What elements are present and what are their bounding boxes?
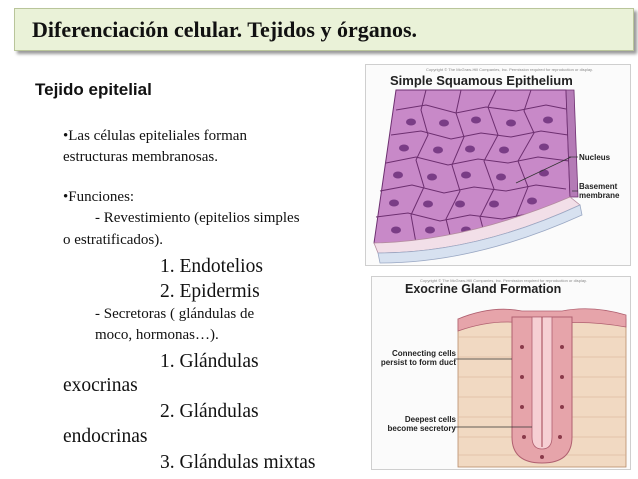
list-item-endocrinas: endocrinas [63, 426, 148, 447]
epithelium-title: Simple Squamous Epithelium [390, 73, 573, 88]
connecting-cells-label: Connecting cells persist to form duct [380, 349, 456, 367]
bullet-line-1: Las células epiteliales forman [63, 128, 247, 145]
epithelium-illustration [373, 89, 583, 264]
list-item-glandulas-mixtas: 3. Glándulas mixtas [160, 452, 316, 473]
list-item-glandulas-2: 2. Glándulas [160, 401, 259, 422]
deepest-cells-label: Deepest cells become secretory [387, 415, 456, 433]
gland-illustration [454, 308, 627, 468]
bullet-line-3: Funciones: [63, 189, 134, 206]
sub-line-moco: moco, hormonas…). [95, 327, 219, 343]
epithelium-figure: Copyright © The McGraw-Hill Companies, I… [365, 64, 631, 266]
section-heading: Tejido epitelial [35, 80, 152, 99]
slide-title: Diferenciación celular. Tejidos y órgano… [32, 17, 417, 42]
list-item-glandulas-1: 1. Glándulas [160, 351, 259, 372]
list-item-endotelios: 1. Endotelios [160, 256, 263, 277]
bullet-line-2: estructuras membranosas. [63, 149, 218, 165]
title-bar: Diferenciación celular. Tejidos y órgano… [14, 8, 634, 51]
gland-figure: Copyright © The McGraw-Hill Companies, I… [371, 276, 631, 470]
basement-membrane-label: Basement membrane [579, 182, 620, 200]
nucleus-label: Nucleus [579, 153, 611, 162]
sub-line-estratificados: o estratificados). [63, 232, 163, 248]
list-item-epidermis: 2. Epidermis [160, 281, 260, 302]
list-item-exocrinas: exocrinas [63, 375, 138, 396]
gland-copyright: Copyright © The McGraw-Hill Companies, I… [420, 278, 587, 283]
sub-line-secretoras: - Secretoras ( glándulas de [95, 306, 255, 322]
gland-title: Exocrine Gland Formation [405, 282, 562, 296]
epithelium-copyright: Copyright © The McGraw-Hill Companies, I… [426, 67, 593, 72]
sub-line-revestimiento: - Revestimiento (epitelios simples [95, 210, 300, 226]
